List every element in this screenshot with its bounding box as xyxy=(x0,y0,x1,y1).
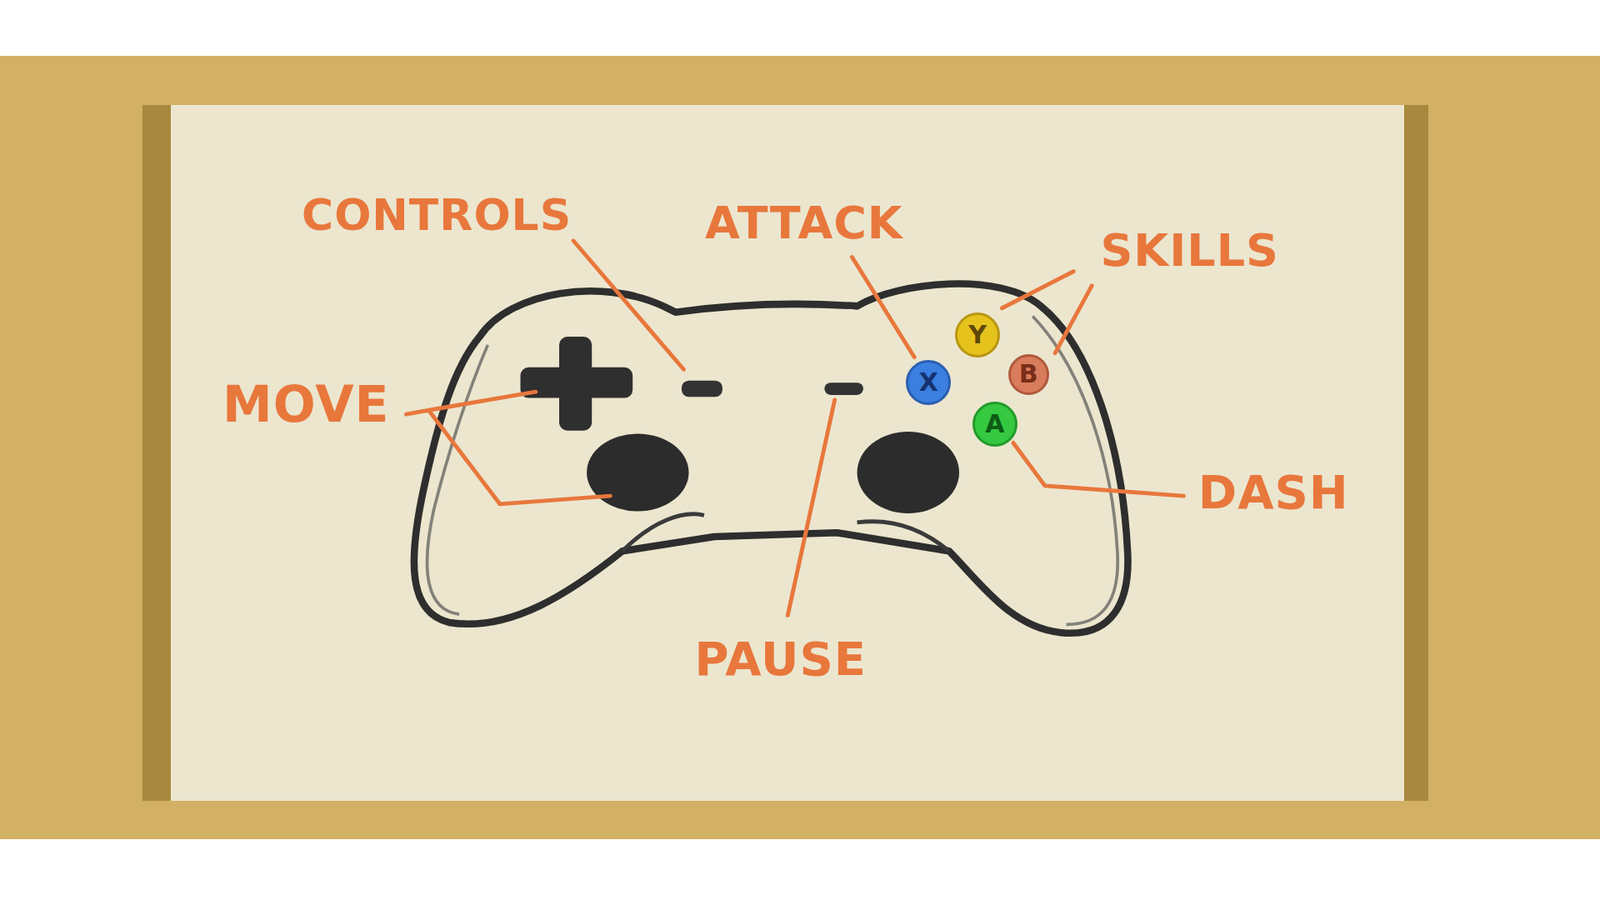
leader-line xyxy=(787,400,835,615)
button-letter: X xyxy=(919,370,939,395)
view-button xyxy=(681,380,723,398)
paper-frame xyxy=(142,105,1429,801)
leader-line xyxy=(851,257,915,358)
controller-outline xyxy=(414,284,1129,634)
menu-button xyxy=(824,382,864,395)
control-label: ATTACK xyxy=(705,200,904,246)
right-stick xyxy=(857,431,960,514)
leader-line xyxy=(1001,271,1074,309)
face-button: A xyxy=(972,401,1018,447)
leader-line xyxy=(1013,442,1184,496)
left-stick xyxy=(586,433,689,511)
leader-lines xyxy=(405,240,1184,615)
grip-line xyxy=(622,514,950,551)
control-label: CONTROLS xyxy=(301,193,572,237)
button-letter: A xyxy=(985,411,1005,437)
face-button: B xyxy=(1008,354,1050,395)
dpad xyxy=(520,367,633,399)
controller-drawing xyxy=(405,240,1184,634)
paper-sheet xyxy=(170,105,1405,801)
control-label: MOVE xyxy=(222,379,390,430)
cork-board xyxy=(0,55,1600,840)
control-label: PAUSE xyxy=(694,635,867,683)
controller-inner-line xyxy=(427,316,1119,625)
control-label: SKILLS xyxy=(1100,228,1280,274)
leader-line xyxy=(573,240,684,370)
control-label: DASH xyxy=(1198,469,1350,516)
leader-line xyxy=(405,391,610,505)
leader-line xyxy=(1055,285,1092,354)
face-button: Y xyxy=(955,312,1000,358)
button-letter: B xyxy=(1019,361,1039,387)
button-letter: Y xyxy=(968,322,987,348)
face-button: X xyxy=(905,360,951,405)
